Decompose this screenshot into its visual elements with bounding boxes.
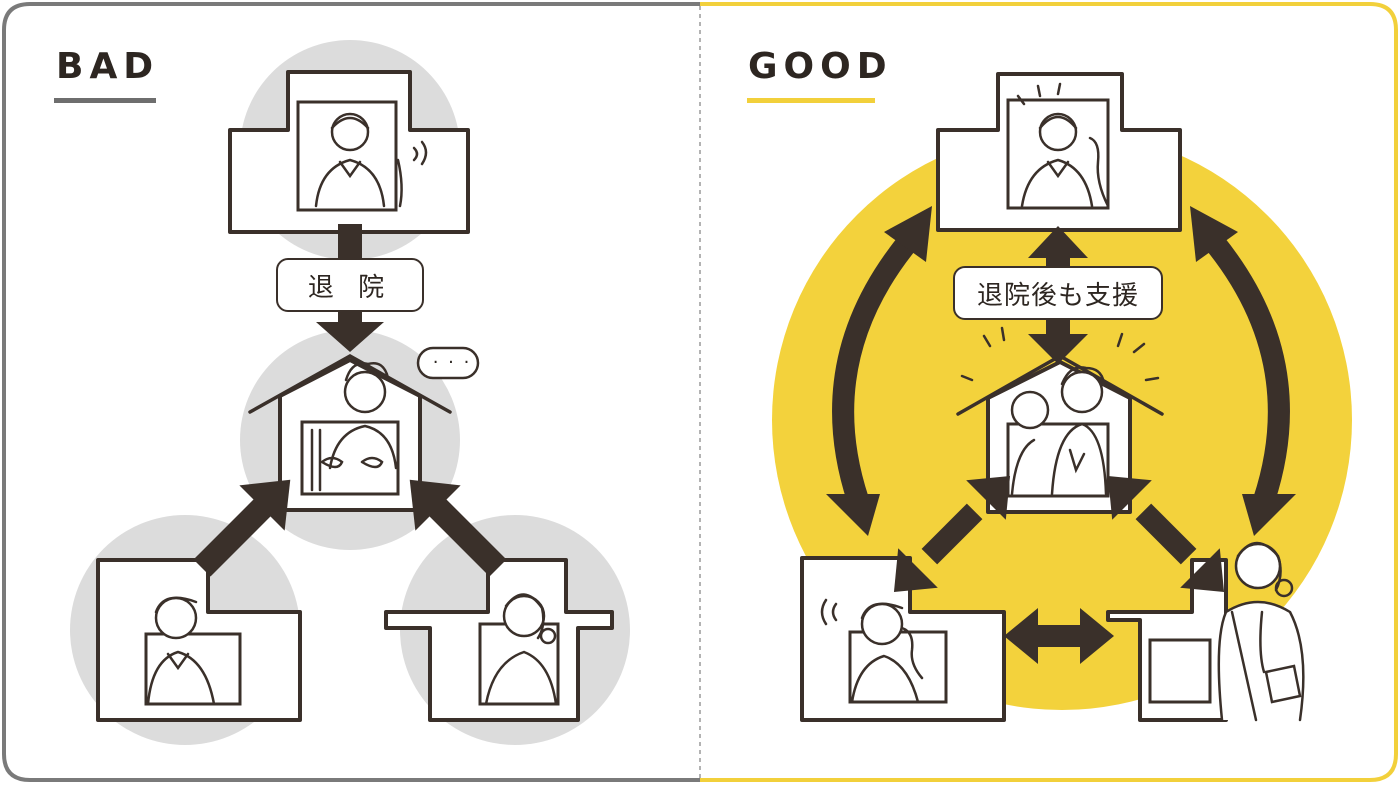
good-support-label: 退院後も支援 <box>953 266 1163 320</box>
good-arrow-vertical-head-up <box>1028 226 1088 258</box>
good-curved-arrow-left <box>832 235 917 504</box>
bad-doctor-figure <box>146 596 216 706</box>
good-arrow-home-nurse <box>1107 475 1225 593</box>
good-curved-arrow-left-head-bottom <box>826 494 880 536</box>
good-curved-arrow-right-head-top <box>1190 206 1238 262</box>
speech-bubble-text: · · · <box>432 352 472 373</box>
bad-arrow-nurse-to-home <box>409 479 507 577</box>
bad-panel-border <box>2 2 700 782</box>
good-family-figures <box>960 326 1160 496</box>
good-hospital-staff-figure <box>1016 82 1110 208</box>
bad-speech-bubble-shape <box>416 346 480 380</box>
good-panel-title: GOOD <box>748 46 893 87</box>
good-arrow-home-doctor <box>893 475 1011 593</box>
good-nurse-figure <box>1217 541 1305 722</box>
good-doctor-figure <box>820 598 924 704</box>
good-curved-arrow-right <box>1205 235 1290 504</box>
bad-title-underline <box>54 98 156 103</box>
bad-panel-title: BAD <box>56 46 160 87</box>
good-arrow-vertical-shaft-lower <box>1046 318 1070 338</box>
good-nurse-window <box>1148 638 1212 704</box>
bad-discharge-label: 退 院 <box>276 258 424 312</box>
bad-arrow-head <box>316 322 384 352</box>
good-curved-arrow-right-head-bottom <box>1242 494 1296 536</box>
good-arrow-vertical-head-down <box>1028 334 1088 364</box>
good-panel-border <box>700 2 1398 782</box>
good-title-underline <box>747 98 875 103</box>
good-arrow-doctor-nurse <box>1004 608 1114 664</box>
bad-hospital-staff-figure <box>314 112 428 208</box>
bad-arrow-doctor-to-home <box>193 479 291 577</box>
bad-nurse-figure <box>484 593 558 706</box>
good-doctor-window <box>848 630 948 704</box>
bad-nurse-window <box>478 622 560 706</box>
good-curved-arrow-left-head-top <box>884 206 932 262</box>
bad-doctor-window <box>144 632 242 706</box>
bad-patient-figure <box>310 362 398 492</box>
